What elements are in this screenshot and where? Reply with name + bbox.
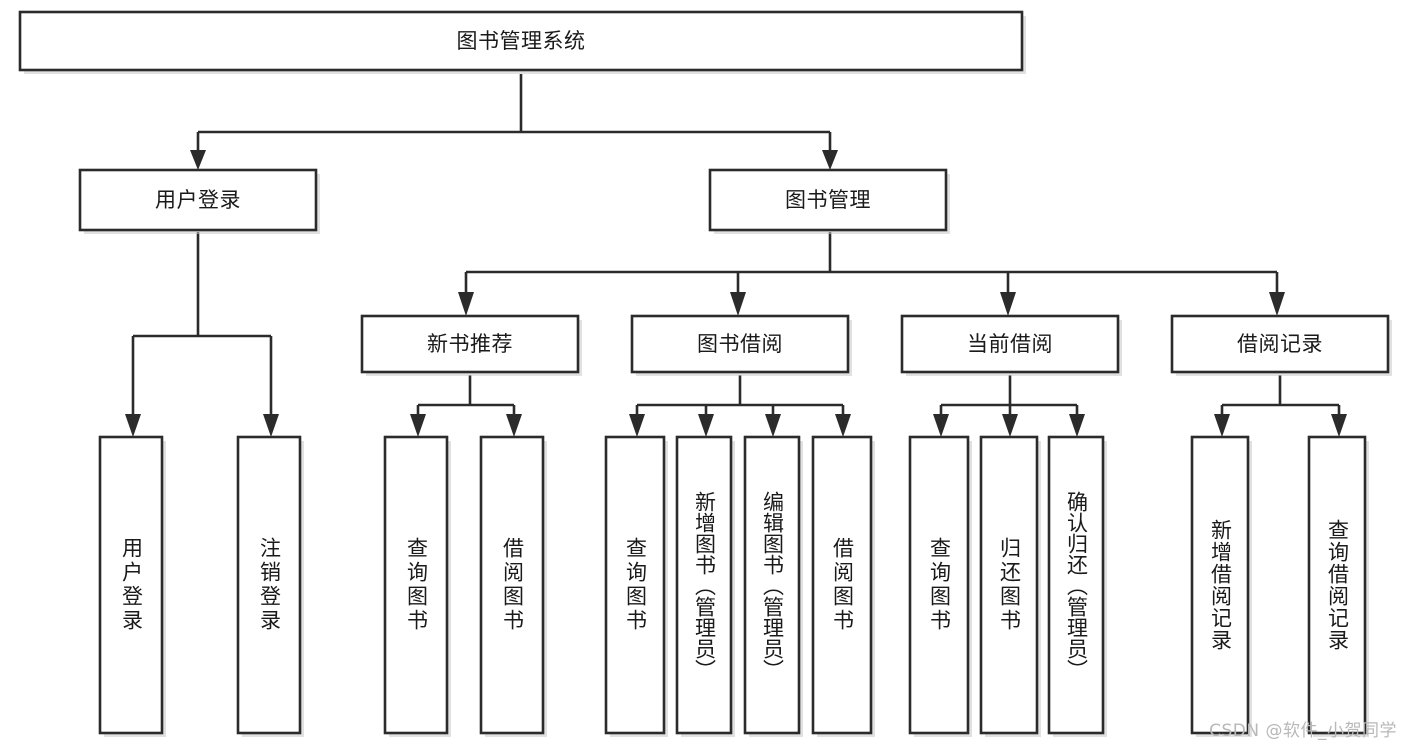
node-user-login[interactable]: 用户登录 <box>78 168 320 234</box>
arrow-to-new-book-rec <box>458 292 474 316</box>
leaf-borrow-query-book[interactable] <box>604 435 668 737</box>
node-current-borrow[interactable]: 当前借阅 <box>900 314 1122 376</box>
leaf-record-add-record[interactable] <box>1190 435 1252 737</box>
arrow-borrow-leaf-2 <box>698 414 714 437</box>
arrow-borrow-leaf-3 <box>765 414 781 437</box>
arrow-to-book-manage <box>822 150 838 170</box>
arrow-to-book-borrow <box>730 292 746 316</box>
csdn-watermark: CSDN @软件_小贺同学 <box>1209 721 1397 741</box>
node-root-label: 图书管理系统 <box>457 29 586 53</box>
leaf-borrow-edit-book-admin[interactable] <box>743 435 803 737</box>
arrow-to-current-borrow <box>1000 292 1016 316</box>
node-layer: 图书管理系统 用户登录 图书管理 新书推荐 <box>18 10 1392 737</box>
leaf-current-confirm-return-admin[interactable] <box>1047 435 1107 737</box>
node-book-borrow[interactable]: 图书借阅 <box>630 314 852 376</box>
arrow-current-leaf-2 <box>1002 414 1018 437</box>
arrow-leaf-user-login <box>125 414 141 437</box>
arrow-leaf-logout <box>263 414 279 437</box>
node-current-borrow-label: 当前借阅 <box>967 332 1053 356</box>
leaf-borrow-add-book-admin[interactable] <box>675 435 735 737</box>
leaf-logout-login[interactable] <box>236 435 304 737</box>
node-new-book-recommend[interactable]: 新书推荐 <box>360 314 582 376</box>
connector-layer <box>125 74 1347 437</box>
node-borrow-record[interactable]: 借阅记录 <box>1170 314 1392 376</box>
leaf-user-login[interactable] <box>98 435 166 737</box>
leaf-current-query-book[interactable] <box>908 435 972 737</box>
arrow-newbook-leaf-2 <box>506 414 522 437</box>
node-book-management[interactable]: 图书管理 <box>708 168 950 234</box>
leaf-current-return-book[interactable] <box>979 435 1041 737</box>
arrow-to-borrow-record <box>1269 292 1285 316</box>
node-new-book-recommend-label: 新书推荐 <box>427 332 513 356</box>
leaf-record-query-record[interactable] <box>1307 435 1369 737</box>
node-book-management-label: 图书管理 <box>785 188 871 212</box>
leaf-newbook-borrow-book[interactable] <box>479 435 547 737</box>
arrow-record-leaf-1 <box>1214 414 1230 437</box>
node-root[interactable]: 图书管理系统 <box>18 10 1026 74</box>
node-book-borrow-label: 图书借阅 <box>697 332 783 356</box>
arrow-current-leaf-3 <box>1069 414 1085 437</box>
node-borrow-record-label: 借阅记录 <box>1237 332 1323 356</box>
node-user-login-label: 用户登录 <box>155 188 241 212</box>
leaf-borrow-borrow-book[interactable] <box>811 435 875 737</box>
leaf-newbook-query-book[interactable] <box>383 435 451 737</box>
arrow-to-user-login <box>190 150 206 170</box>
arrow-current-leaf-1 <box>933 414 949 437</box>
arrow-borrow-leaf-4 <box>835 414 851 437</box>
arrow-record-leaf-2 <box>1331 414 1347 437</box>
arrow-borrow-leaf-1 <box>629 414 645 437</box>
arrow-newbook-leaf-1 <box>410 414 426 437</box>
